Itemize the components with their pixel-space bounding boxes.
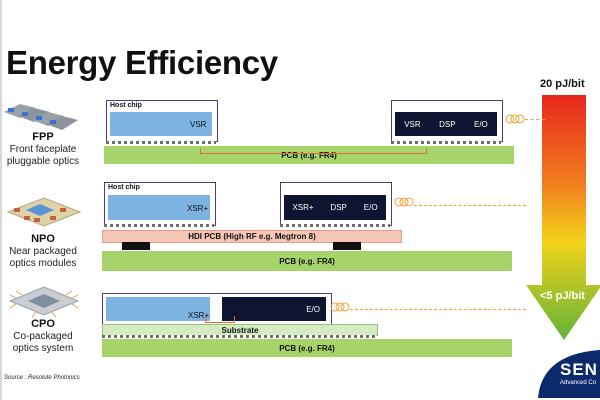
npo-module-block-xsr: XSR+ — [292, 203, 314, 212]
npo-host-xsr-block — [108, 195, 210, 220]
fpp-module-bumps — [391, 141, 501, 144]
fpp-module-image — [4, 104, 78, 130]
fpp-host-vsr-label: VSR — [190, 120, 207, 129]
energy-gradient-arrow — [526, 95, 600, 340]
logo-subtext: Advanced Co — [560, 380, 597, 386]
cpo-host-xsr-block — [106, 297, 210, 321]
fpp-module-block-eo: E/O — [474, 119, 488, 129]
fpp-module-block-vsr: VSR — [404, 119, 421, 129]
fpp-host-chip-label: Host chip — [110, 102, 142, 109]
cpo-substrate-bumps — [102, 335, 376, 338]
npo-code: NPO — [31, 233, 55, 245]
cpo-module-image — [8, 286, 80, 318]
source-caption: Source : Resolute Photonics — [4, 375, 80, 381]
fpp-host-vsr-block — [110, 112, 212, 136]
fpp-pcb: PCB (e.g. FR4) — [104, 146, 514, 164]
cpo-link-trace — [205, 316, 235, 323]
cpo-eo-block: E/O — [222, 297, 326, 321]
npo-description-line1: Near packaged — [9, 246, 77, 257]
fpp-module-blocks: VSR DSP E/O — [395, 112, 497, 136]
npo-host-bumps — [104, 224, 214, 227]
npo-description-line2: optics modules — [9, 258, 77, 269]
npo-connector-left — [122, 242, 150, 250]
cpo-description-line2: optics system — [12, 343, 74, 354]
npo-module-blocks: XSR+ DSP E/O — [284, 195, 386, 220]
npo-hdi-pcb: HDI PCB (High RF e.g. Megtron 8) — [102, 230, 402, 243]
page-title: Energy Efficiency — [6, 44, 278, 81]
npo-host-xsr-label: XSR+ — [187, 204, 209, 213]
npo-connector-right — [333, 242, 361, 250]
cpo-module-block-eo: E/O — [306, 304, 320, 314]
company-logo — [538, 350, 600, 398]
npo-fiber-line — [414, 205, 526, 206]
left-edge-line — [0, 0, 2, 400]
fpp-module-block-dsp: DSP — [439, 119, 456, 129]
cpo-pcb: PCB (e.g. FR4) — [102, 339, 512, 357]
fpp-description-line2: pluggable optics — [6, 156, 80, 167]
npo-module-image — [6, 197, 82, 227]
energy-top-label: 20 pJ/bit — [540, 78, 585, 90]
cpo-description-line1: Co-packaged — [13, 331, 73, 342]
npo-module-block-eo: E/O — [363, 203, 378, 212]
fpp-fiber-line — [525, 119, 545, 120]
npo-pcb: PCB (e.g. FR4) — [102, 251, 512, 271]
cpo-host-xsr-label: XSR+ — [188, 311, 210, 320]
cpo-fiber-line — [350, 309, 526, 310]
fpp-trace — [200, 148, 427, 154]
npo-fiber-coil-icon — [394, 197, 414, 207]
fpp-code: FPP — [32, 131, 54, 143]
cpo-fiber-coil-icon — [330, 302, 350, 312]
cpo-code: CPO — [31, 318, 55, 330]
npo-host-chip-label: Host chip — [108, 184, 140, 191]
fpp-description-line1: Front faceplate — [9, 144, 77, 155]
npo-module-bumps — [280, 224, 390, 227]
logo-text: SEN — [560, 360, 598, 379]
fpp-host-bumps — [106, 141, 216, 144]
energy-bottom-label: <5 pJ/bit — [540, 290, 585, 302]
npo-module-block-dsp: DSP — [330, 203, 347, 212]
fpp-fiber-coil-icon — [505, 114, 525, 124]
